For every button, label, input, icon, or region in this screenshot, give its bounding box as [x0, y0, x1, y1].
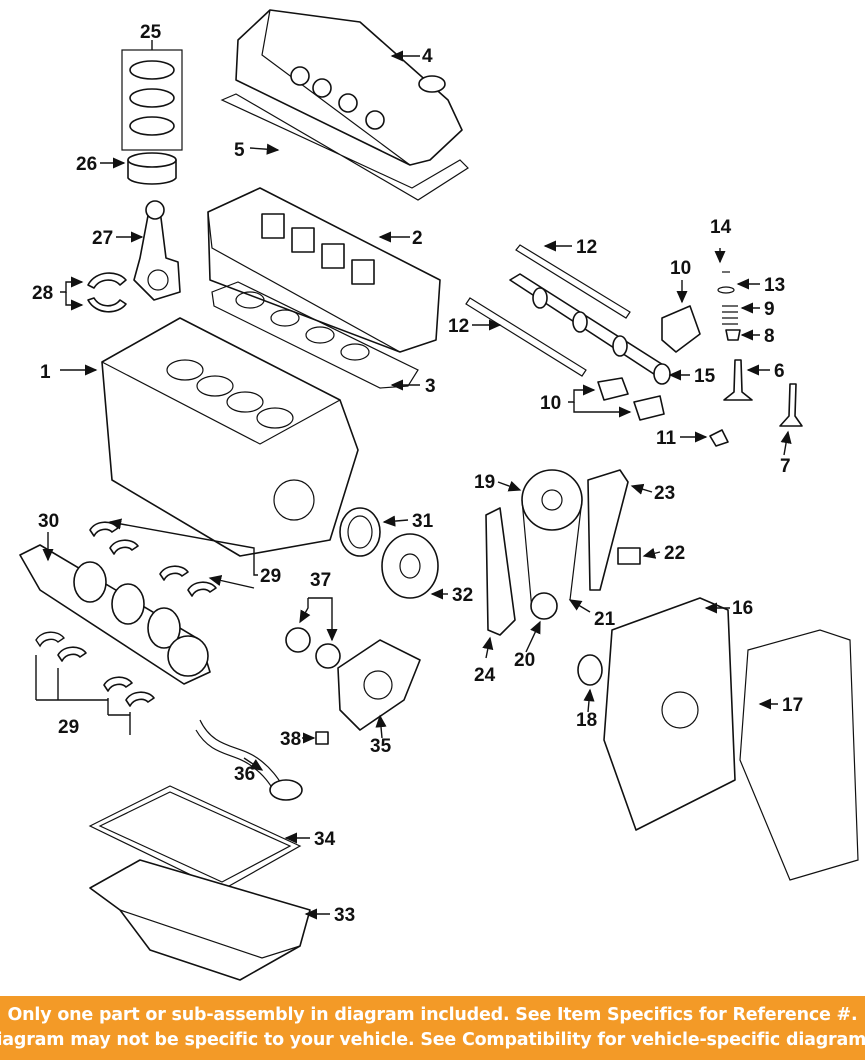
callout-2: 2 — [412, 228, 423, 249]
callout-16: 16 — [732, 598, 753, 619]
connecting-rod — [116, 200, 181, 301]
callout-25: 25 — [140, 22, 162, 43]
callout-28: 28 — [32, 283, 53, 304]
callout-15: 15 — [694, 366, 716, 387]
piston — [100, 152, 177, 185]
disclaimer-banner: Only one part or sub-assembly in diagram… — [0, 996, 865, 1060]
callout-10b: 10 — [540, 393, 561, 414]
callout-34: 34 — [314, 829, 336, 850]
callout-14: 14 — [710, 217, 732, 238]
callout-8: 8 — [764, 326, 775, 347]
callout-17: 17 — [782, 695, 803, 716]
callout-12a: 12 — [576, 237, 597, 258]
crank-seal-pulley — [339, 507, 448, 600]
callout-9: 9 — [764, 299, 775, 320]
callout-29a: 29 — [260, 566, 281, 587]
callout-35: 35 — [370, 736, 392, 757]
callout-31: 31 — [412, 511, 434, 532]
head-gasket — [211, 281, 420, 391]
callout-22: 22 — [664, 543, 685, 564]
timing-components — [482, 469, 661, 659]
callout-37: 37 — [310, 570, 331, 591]
callout-labels: 1 2 3 4 5 6 7 8 9 10 10 11 12 12 13 14 1… — [32, 22, 803, 926]
callout-33: 33 — [334, 905, 355, 926]
oil-pan — [88, 785, 330, 981]
rocker-rails — [465, 240, 631, 377]
engine-parts-diagram: 1 2 3 4 5 6 7 8 9 10 10 11 12 12 13 14 1… — [19, 9, 859, 981]
callout-19: 19 — [474, 472, 495, 493]
callout-6: 6 — [774, 361, 785, 382]
piston-rings — [121, 40, 183, 151]
callout-27: 27 — [92, 228, 113, 249]
rocker-arms — [568, 280, 701, 421]
crankshaft — [19, 532, 211, 685]
callout-4: 4 — [422, 46, 433, 67]
callout-36: 36 — [234, 764, 255, 785]
valve-cover — [235, 9, 463, 166]
callout-11: 11 — [656, 428, 677, 449]
callout-12b: 12 — [448, 316, 469, 337]
callout-26: 26 — [76, 154, 97, 175]
camshaft — [509, 273, 690, 385]
callout-5: 5 — [234, 140, 245, 161]
valve-cover-gasket — [220, 93, 469, 201]
engine-block — [60, 317, 359, 557]
callout-30: 30 — [38, 511, 59, 532]
callout-38: 38 — [280, 729, 301, 750]
rod-bearings — [60, 272, 127, 313]
disclaimer-line-1: Only one part or sub-assembly in diagram… — [7, 1005, 858, 1025]
main-bearings — [35, 518, 258, 735]
valve-train — [680, 248, 803, 456]
callout-13: 13 — [764, 275, 785, 296]
callout-20: 20 — [514, 650, 535, 671]
cylinder-head — [207, 187, 441, 353]
timing-cover — [577, 597, 859, 881]
callout-21: 21 — [594, 609, 616, 630]
callout-18: 18 — [576, 710, 597, 731]
callout-7: 7 — [780, 456, 791, 477]
oil-pump — [195, 597, 421, 801]
callout-24: 24 — [474, 665, 496, 686]
callout-1: 1 — [40, 362, 51, 383]
callout-23: 23 — [654, 483, 675, 504]
disclaimer-line-2: Diagram may not be specific to your vehi… — [0, 1030, 865, 1050]
callout-29b: 29 — [58, 717, 79, 738]
callout-32: 32 — [452, 585, 473, 606]
callout-10a: 10 — [670, 258, 691, 279]
callout-3: 3 — [425, 376, 436, 397]
